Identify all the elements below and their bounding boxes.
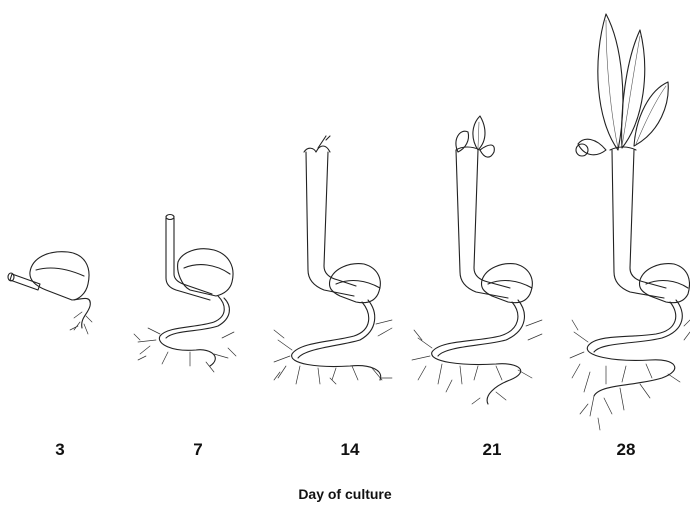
hypocotyl [456,150,508,298]
seed-coat [178,249,233,296]
main-root [587,302,675,396]
seedling-day-14 [274,136,392,384]
day-label-3: 3 [30,440,90,460]
tall-leaf [622,30,645,148]
day-label-7: 7 [168,440,228,460]
leaf [473,116,485,150]
small-leaf [578,139,606,155]
hypocotyl [166,218,210,300]
seedling-day-3 [8,252,92,334]
radicle [74,298,90,328]
day-label-28: 28 [596,440,656,460]
seedling-day-7 [134,215,236,373]
day-label-21: 21 [462,440,522,460]
hypocotyl [306,152,354,296]
tall-leaf [598,14,623,150]
shoot-tip [304,146,330,152]
main-root [432,302,521,404]
axis-title: Day of culture [0,486,690,502]
leaf [480,145,494,157]
hypocotyl [612,150,664,298]
seedling-day-28 [570,14,690,430]
seed-coat [30,252,89,300]
seedling-day-21 [412,116,542,404]
day-label-14: 14 [320,440,380,460]
